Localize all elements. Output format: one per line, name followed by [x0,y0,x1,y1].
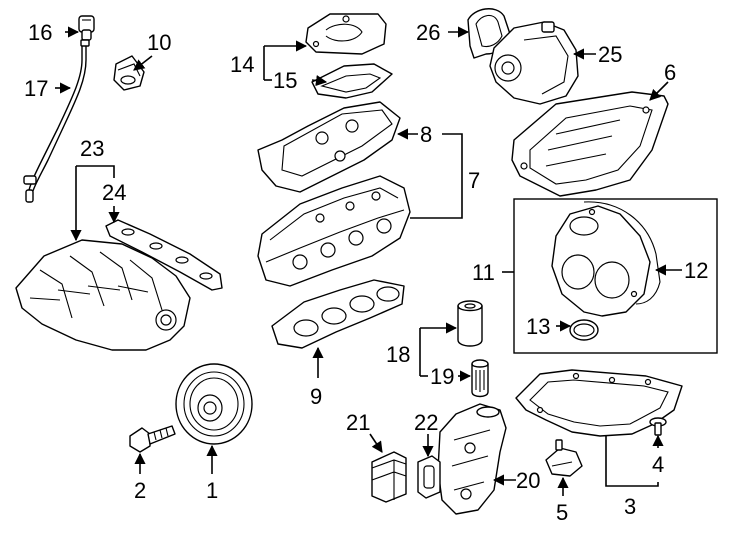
callout-22: 22 [414,410,438,435]
valve-cover-part [257,101,401,193]
callout-19: 19 [430,364,454,389]
callout-7: 7 [468,168,480,193]
drain-plug-part [649,417,667,436]
callout-15: 15 [273,68,297,93]
callout-13: 13 [526,314,550,339]
callout-labels: 16 10 17 14 15 26 25 6 8 7 23 24 11 12 1… [24,20,708,525]
oil-filler-cap-part [113,55,145,91]
timing-cover-group [513,198,718,354]
callout-17: 17 [24,76,48,101]
crankshaft-pulley-part [175,363,253,445]
callout-3: 3 [624,494,636,519]
callout-24: 24 [102,180,126,205]
intake-manifold-part [15,239,191,351]
callout-1: 1 [206,478,218,503]
callout-12: 12 [684,258,708,283]
upper-cover-part [305,13,387,55]
oil-cooler-part [371,451,407,503]
callout-8: 8 [420,122,432,147]
cylinder-head-part [257,175,411,287]
oil-filter-part [457,300,483,347]
engine-front-cover-part [511,91,669,197]
filter-cartridge-part [471,359,489,398]
oil-filter-housing-part [437,403,507,515]
callout-11: 11 [472,260,495,285]
dipstick-tube-part [23,39,90,203]
head-gasket-part [271,279,405,349]
callout-16: 16 [28,20,52,45]
callout-5: 5 [556,500,568,525]
callout-9: 9 [310,384,322,409]
callout-10: 10 [147,30,171,55]
callout-20: 20 [516,468,540,493]
dipstick-cap-part [78,15,95,41]
callout-18: 18 [386,342,410,367]
callout-6: 6 [664,60,676,85]
pulley-bolt-part [129,425,176,453]
callout-23: 23 [80,136,104,161]
water-pump-housing-part [489,21,579,105]
callout-14: 14 [230,52,254,77]
cover-gasket-part [311,63,393,99]
callout-26: 26 [416,20,440,45]
callout-2: 2 [134,478,146,503]
callout-4: 4 [652,452,664,477]
cooler-gasket-part [417,455,441,499]
intake-gasket-part [105,219,223,291]
callout-21: 21 [346,410,370,435]
leader-lines [55,26,682,496]
oil-level-sensor-part [545,439,583,477]
callout-25: 25 [598,42,622,67]
